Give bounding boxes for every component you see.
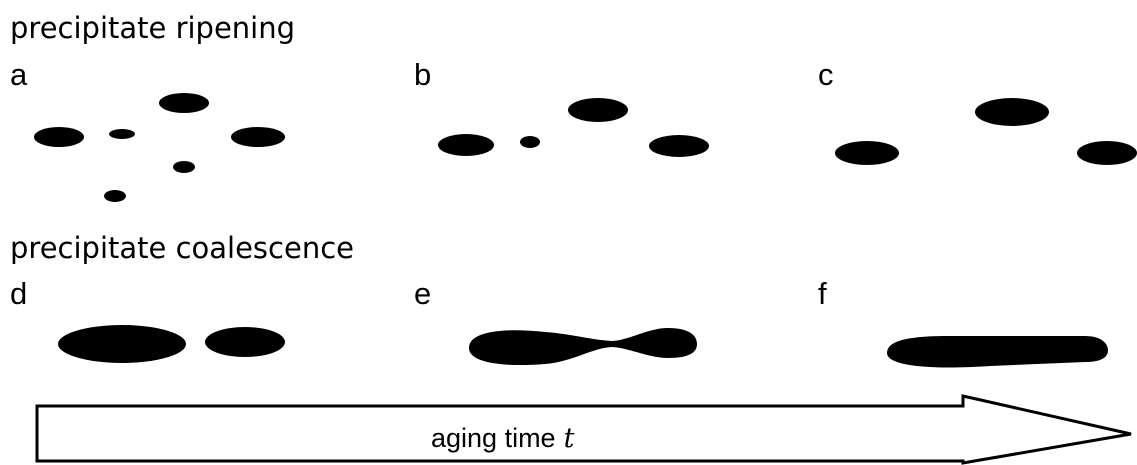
particle bbox=[104, 190, 126, 202]
panel-b-particles bbox=[438, 98, 709, 157]
aging-time-arrow bbox=[35, 394, 1132, 465]
particle bbox=[159, 93, 209, 113]
panel-a-particles bbox=[34, 93, 285, 202]
particle bbox=[438, 134, 494, 156]
particle bbox=[58, 325, 186, 363]
panel-e-necked-particle bbox=[469, 328, 697, 366]
particle bbox=[205, 327, 285, 357]
particle bbox=[649, 135, 709, 157]
particle bbox=[975, 98, 1049, 126]
particle bbox=[568, 98, 628, 122]
ripening-heading: precipitate ripening bbox=[10, 11, 295, 45]
panel-f-merged-particle bbox=[887, 336, 1108, 368]
particle bbox=[520, 136, 540, 148]
particle bbox=[231, 127, 285, 147]
particle bbox=[34, 127, 84, 147]
aging-time-label-text: aging time bbox=[431, 423, 556, 453]
aging-time-label: aging time t bbox=[431, 423, 575, 454]
panel-d-particles bbox=[58, 325, 285, 363]
panel-letter-c: c bbox=[818, 57, 834, 92]
particle bbox=[173, 161, 195, 173]
particle bbox=[1077, 141, 1137, 165]
panel-letter-d: d bbox=[10, 276, 27, 311]
particle bbox=[109, 129, 135, 139]
panel-letter-e: e bbox=[414, 276, 431, 311]
particle bbox=[835, 141, 899, 165]
panel-letter-a: a bbox=[10, 57, 28, 92]
panel-letter-f: f bbox=[818, 276, 827, 311]
coalescence-heading: precipitate coalescence bbox=[10, 231, 354, 265]
aging-time-variable: t bbox=[564, 423, 575, 454]
panel-c-particles bbox=[835, 98, 1137, 165]
panel-letter-b: b bbox=[414, 57, 431, 92]
